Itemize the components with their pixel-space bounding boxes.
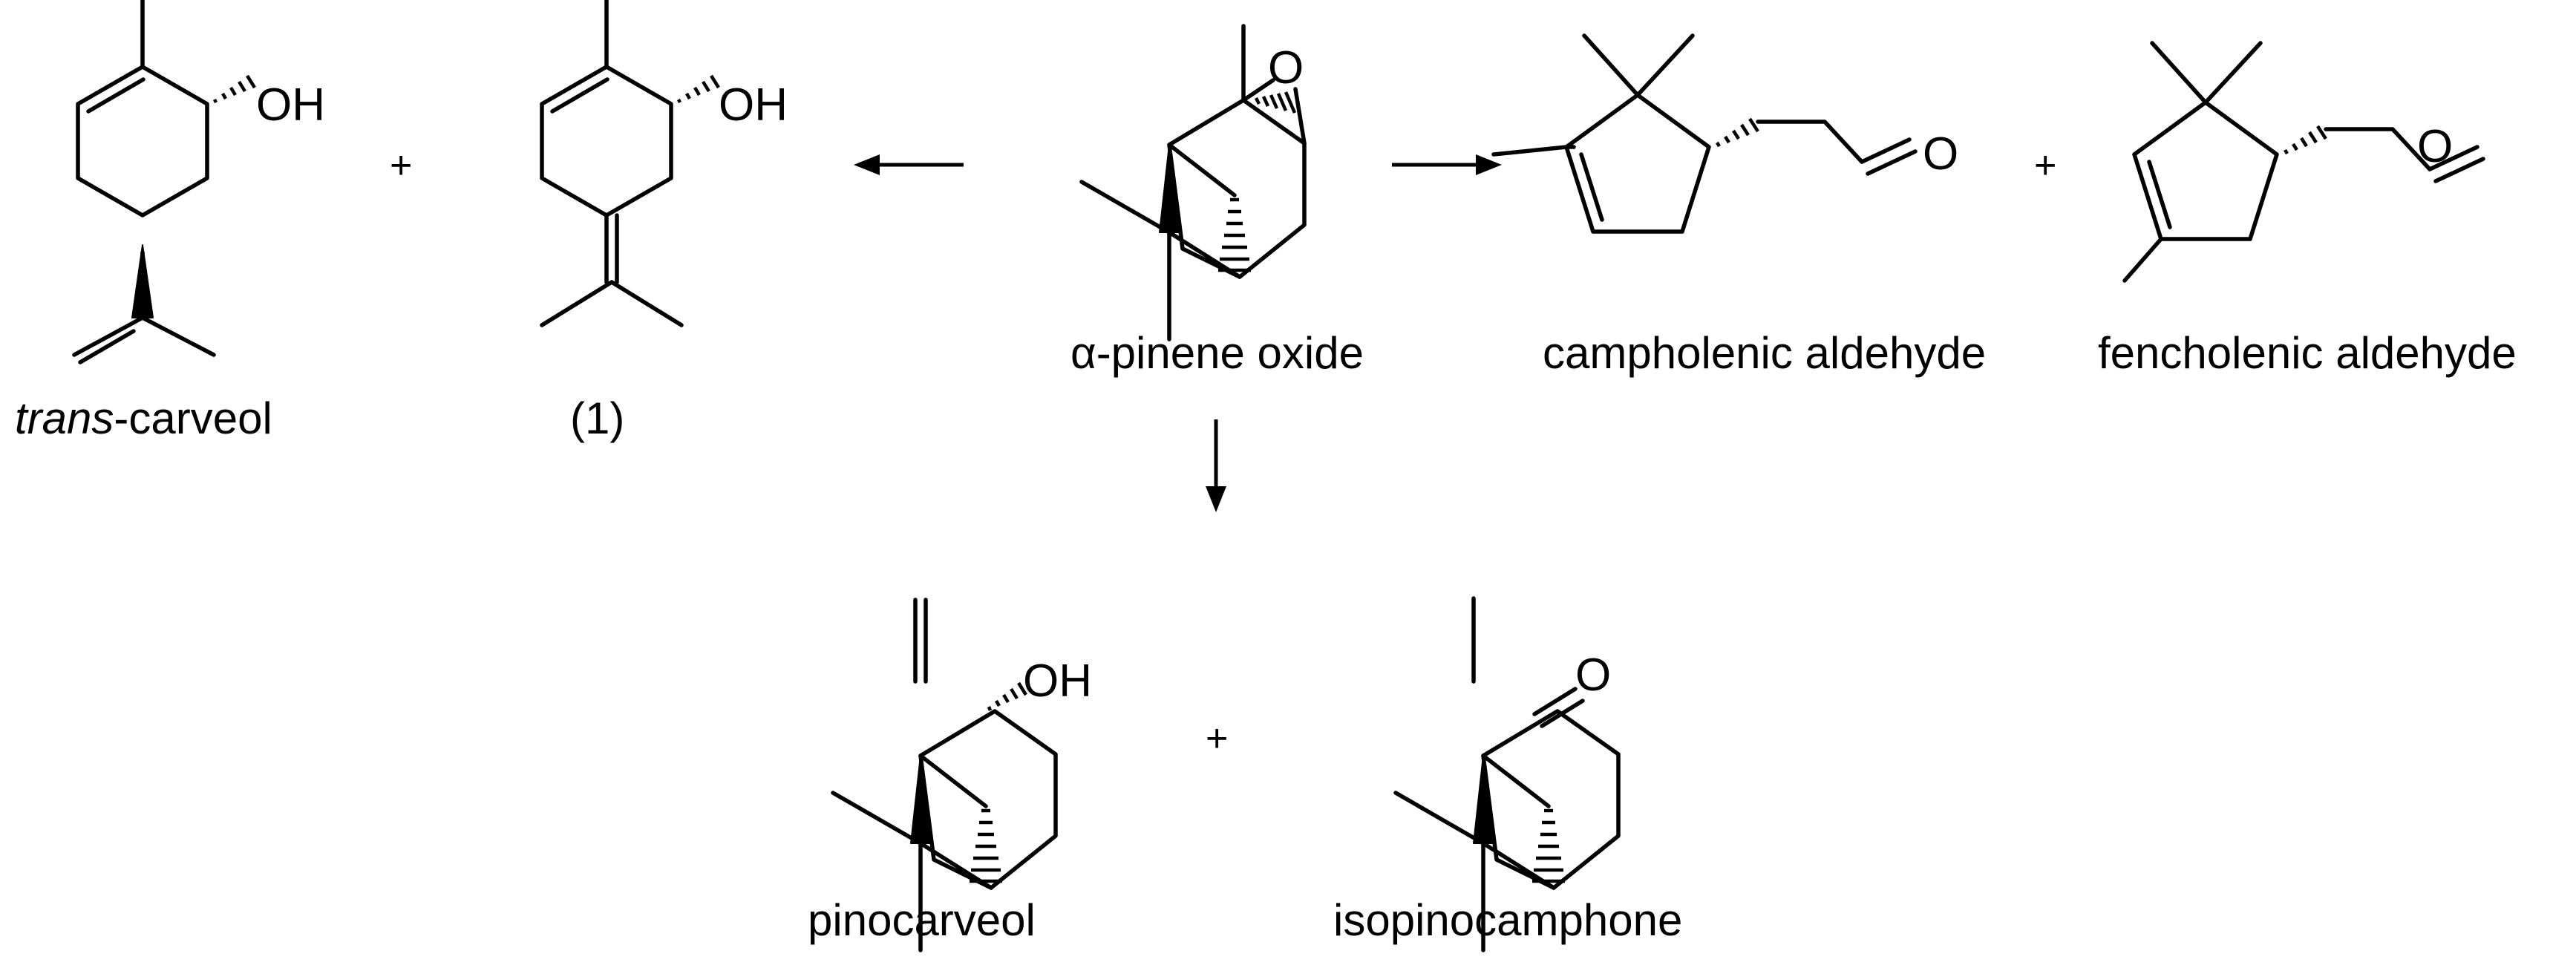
oxygen-label: O <box>1268 42 1304 94</box>
campholenic-aldehyde-label: campholenic aldehyde <box>1543 328 1986 378</box>
fencholenic-aldehyde-structure: O <box>2122 43 2483 283</box>
arrow-to-aldehydes <box>1392 154 1502 175</box>
plus-sign: + <box>390 144 412 187</box>
oxygen-label: O <box>2417 121 2453 172</box>
trans-carveol-label: trans-carveol <box>15 393 272 443</box>
oxygen-label: O <box>1575 650 1611 701</box>
oh-label: OH <box>1023 655 1092 707</box>
compound-1-label: (1) <box>570 393 624 443</box>
isopinocamphone-label: isopinocamphone <box>1333 895 1682 945</box>
arrow-to-carveols <box>854 154 964 175</box>
plus-sign: + <box>2034 144 2056 187</box>
trans-carveol-structure: OH <box>72 0 325 364</box>
pinocarveol-label: pinocarveol <box>808 895 1036 945</box>
campholenic-aldehyde-structure: O <box>1491 36 1958 232</box>
alpha-pinene-oxide-structure: O <box>1082 24 1307 339</box>
pinocarveol-structure: OH <box>833 598 1092 950</box>
isopinocamphone-structure: O <box>1396 596 1618 950</box>
oh-label: OH <box>719 79 788 131</box>
oxygen-label: O <box>1923 128 1958 180</box>
oh-label: OH <box>256 79 325 131</box>
arrow-to-pinocarveol <box>1206 419 1226 512</box>
compound-1-structure: OH <box>540 0 788 327</box>
plus-sign: + <box>1206 717 1228 760</box>
alpha-pinene-oxide-label: α-pinene oxide <box>1070 328 1364 378</box>
fencholenic-aldehyde-label: fencholenic aldehyde <box>2098 328 2517 378</box>
